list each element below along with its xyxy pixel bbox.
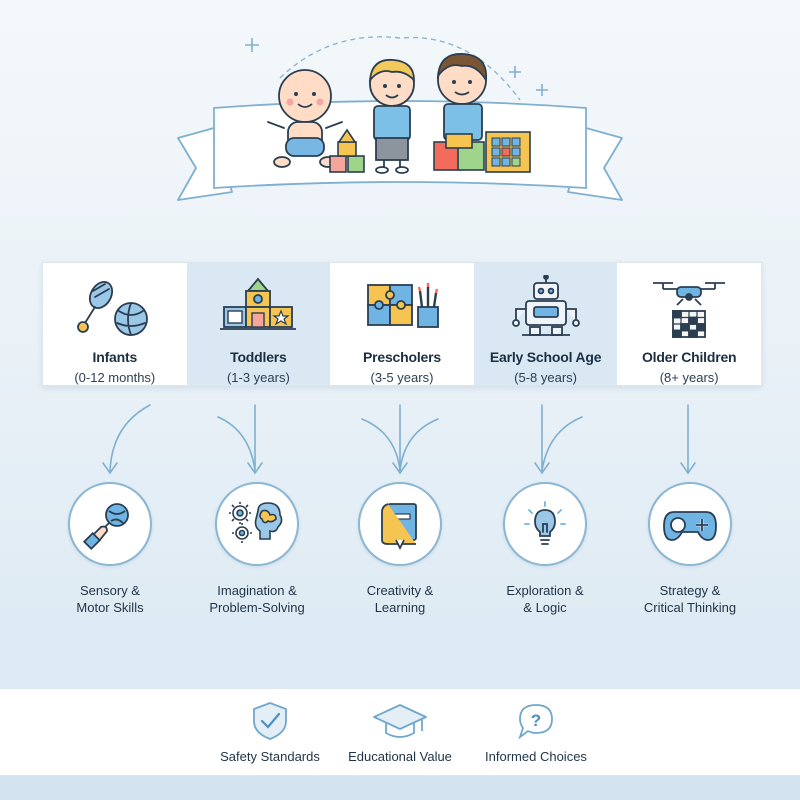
rattle-hand-icon	[83, 503, 129, 551]
age-group-range: (0-12 months)	[74, 370, 156, 385]
puzzle-crayons-icon	[367, 283, 439, 328]
skill-label: Imagination &Problem-Solving	[209, 583, 305, 615]
footer-label: Educational Value	[348, 749, 452, 764]
skill-label: Exploration && Logic	[506, 583, 584, 615]
brain-gears-icon	[229, 502, 283, 543]
puzzle-icon	[433, 131, 531, 173]
age-group-older-children[interactable]: Older Children (8+ years)	[617, 263, 761, 385]
arrow-infants	[109, 404, 151, 472]
age-group-prescholers[interactable]: Prescholers (3-5 years)	[330, 263, 474, 385]
book-icon	[381, 503, 417, 550]
age-group-name: Early School Age	[489, 349, 602, 365]
age-group-name: Older Children	[641, 349, 737, 365]
arrow-early-school	[541, 404, 583, 472]
toddler-boy-icon	[368, 58, 415, 174]
connector-arrows	[102, 404, 696, 475]
age-group-range: (8+ years)	[659, 370, 719, 385]
skill-label: Sensory &Motor Skills	[76, 583, 144, 615]
skill-circle	[215, 482, 299, 566]
footer-educational-value[interactable]: Educational Value	[330, 701, 470, 764]
footer-label: Safety Standards	[220, 749, 320, 764]
footer-label: Informed Choices	[485, 749, 587, 764]
age-group-row: Infants (0-12 months) Toddlers (1-3 year…	[42, 262, 762, 386]
arrow-prescholers	[361, 404, 439, 472]
skill-imagination-problem-solving[interactable]: Imagination &Problem-Solving	[182, 482, 332, 616]
drone-icon	[653, 282, 726, 338]
hero-banner	[177, 36, 623, 201]
age-group-range: (5-8 years)	[514, 370, 577, 385]
footer-safety-standards[interactable]: Safety Standards	[200, 701, 340, 764]
svg-text:?: ?	[531, 711, 541, 730]
blocks-icon	[329, 128, 365, 173]
skill-exploration-logic[interactable]: Exploration && Logic	[470, 482, 620, 616]
baby-icon	[267, 69, 343, 168]
arrow-toddlers	[217, 404, 256, 472]
skill-creativity-learning[interactable]: Creativity &Learning	[325, 482, 475, 616]
bottom-strip	[0, 776, 800, 800]
gamepad-icon	[663, 511, 717, 541]
footer-informed-choices[interactable]: ? Informed Choices	[466, 701, 606, 764]
older-boy-icon	[436, 53, 487, 141]
question-bubble-icon: ?	[518, 704, 553, 740]
blocks-icon	[220, 277, 297, 330]
skill-strategy-critical-thinking[interactable]: Strategy &Critical Thinking	[615, 482, 765, 616]
skill-circle	[503, 482, 587, 566]
lightbulb-icon	[524, 501, 566, 545]
age-group-early-school-age[interactable]: Early School Age (5-8 years)	[473, 263, 618, 385]
skill-circle	[68, 482, 152, 566]
skill-label: Strategy &Critical Thinking	[643, 583, 737, 615]
robot-icon	[511, 275, 580, 336]
graduation-cap-icon	[373, 704, 427, 738]
skill-label: Creativity &Learning	[366, 583, 434, 615]
sparkle-icon	[245, 38, 548, 96]
age-group-name: Toddlers	[230, 349, 287, 365]
footer-bar: Safety Standards Educational Value ? Inf…	[0, 688, 800, 776]
skill-circle	[648, 482, 732, 566]
age-group-toddlers[interactable]: Toddlers (1-3 years)	[186, 263, 331, 385]
age-group-name: Prescholers	[363, 349, 441, 365]
age-group-range: (3-5 years)	[370, 370, 434, 385]
age-group-infants[interactable]: Infants (0-12 months)	[43, 263, 187, 385]
shield-check-icon	[253, 702, 287, 740]
age-group-range: (1-3 years)	[226, 370, 290, 385]
rattle-ball-icon	[76, 280, 148, 336]
skill-circle	[358, 482, 442, 566]
skill-sensory-motor[interactable]: Sensory &Motor Skills	[35, 482, 185, 616]
age-group-name: Infants	[92, 349, 138, 365]
